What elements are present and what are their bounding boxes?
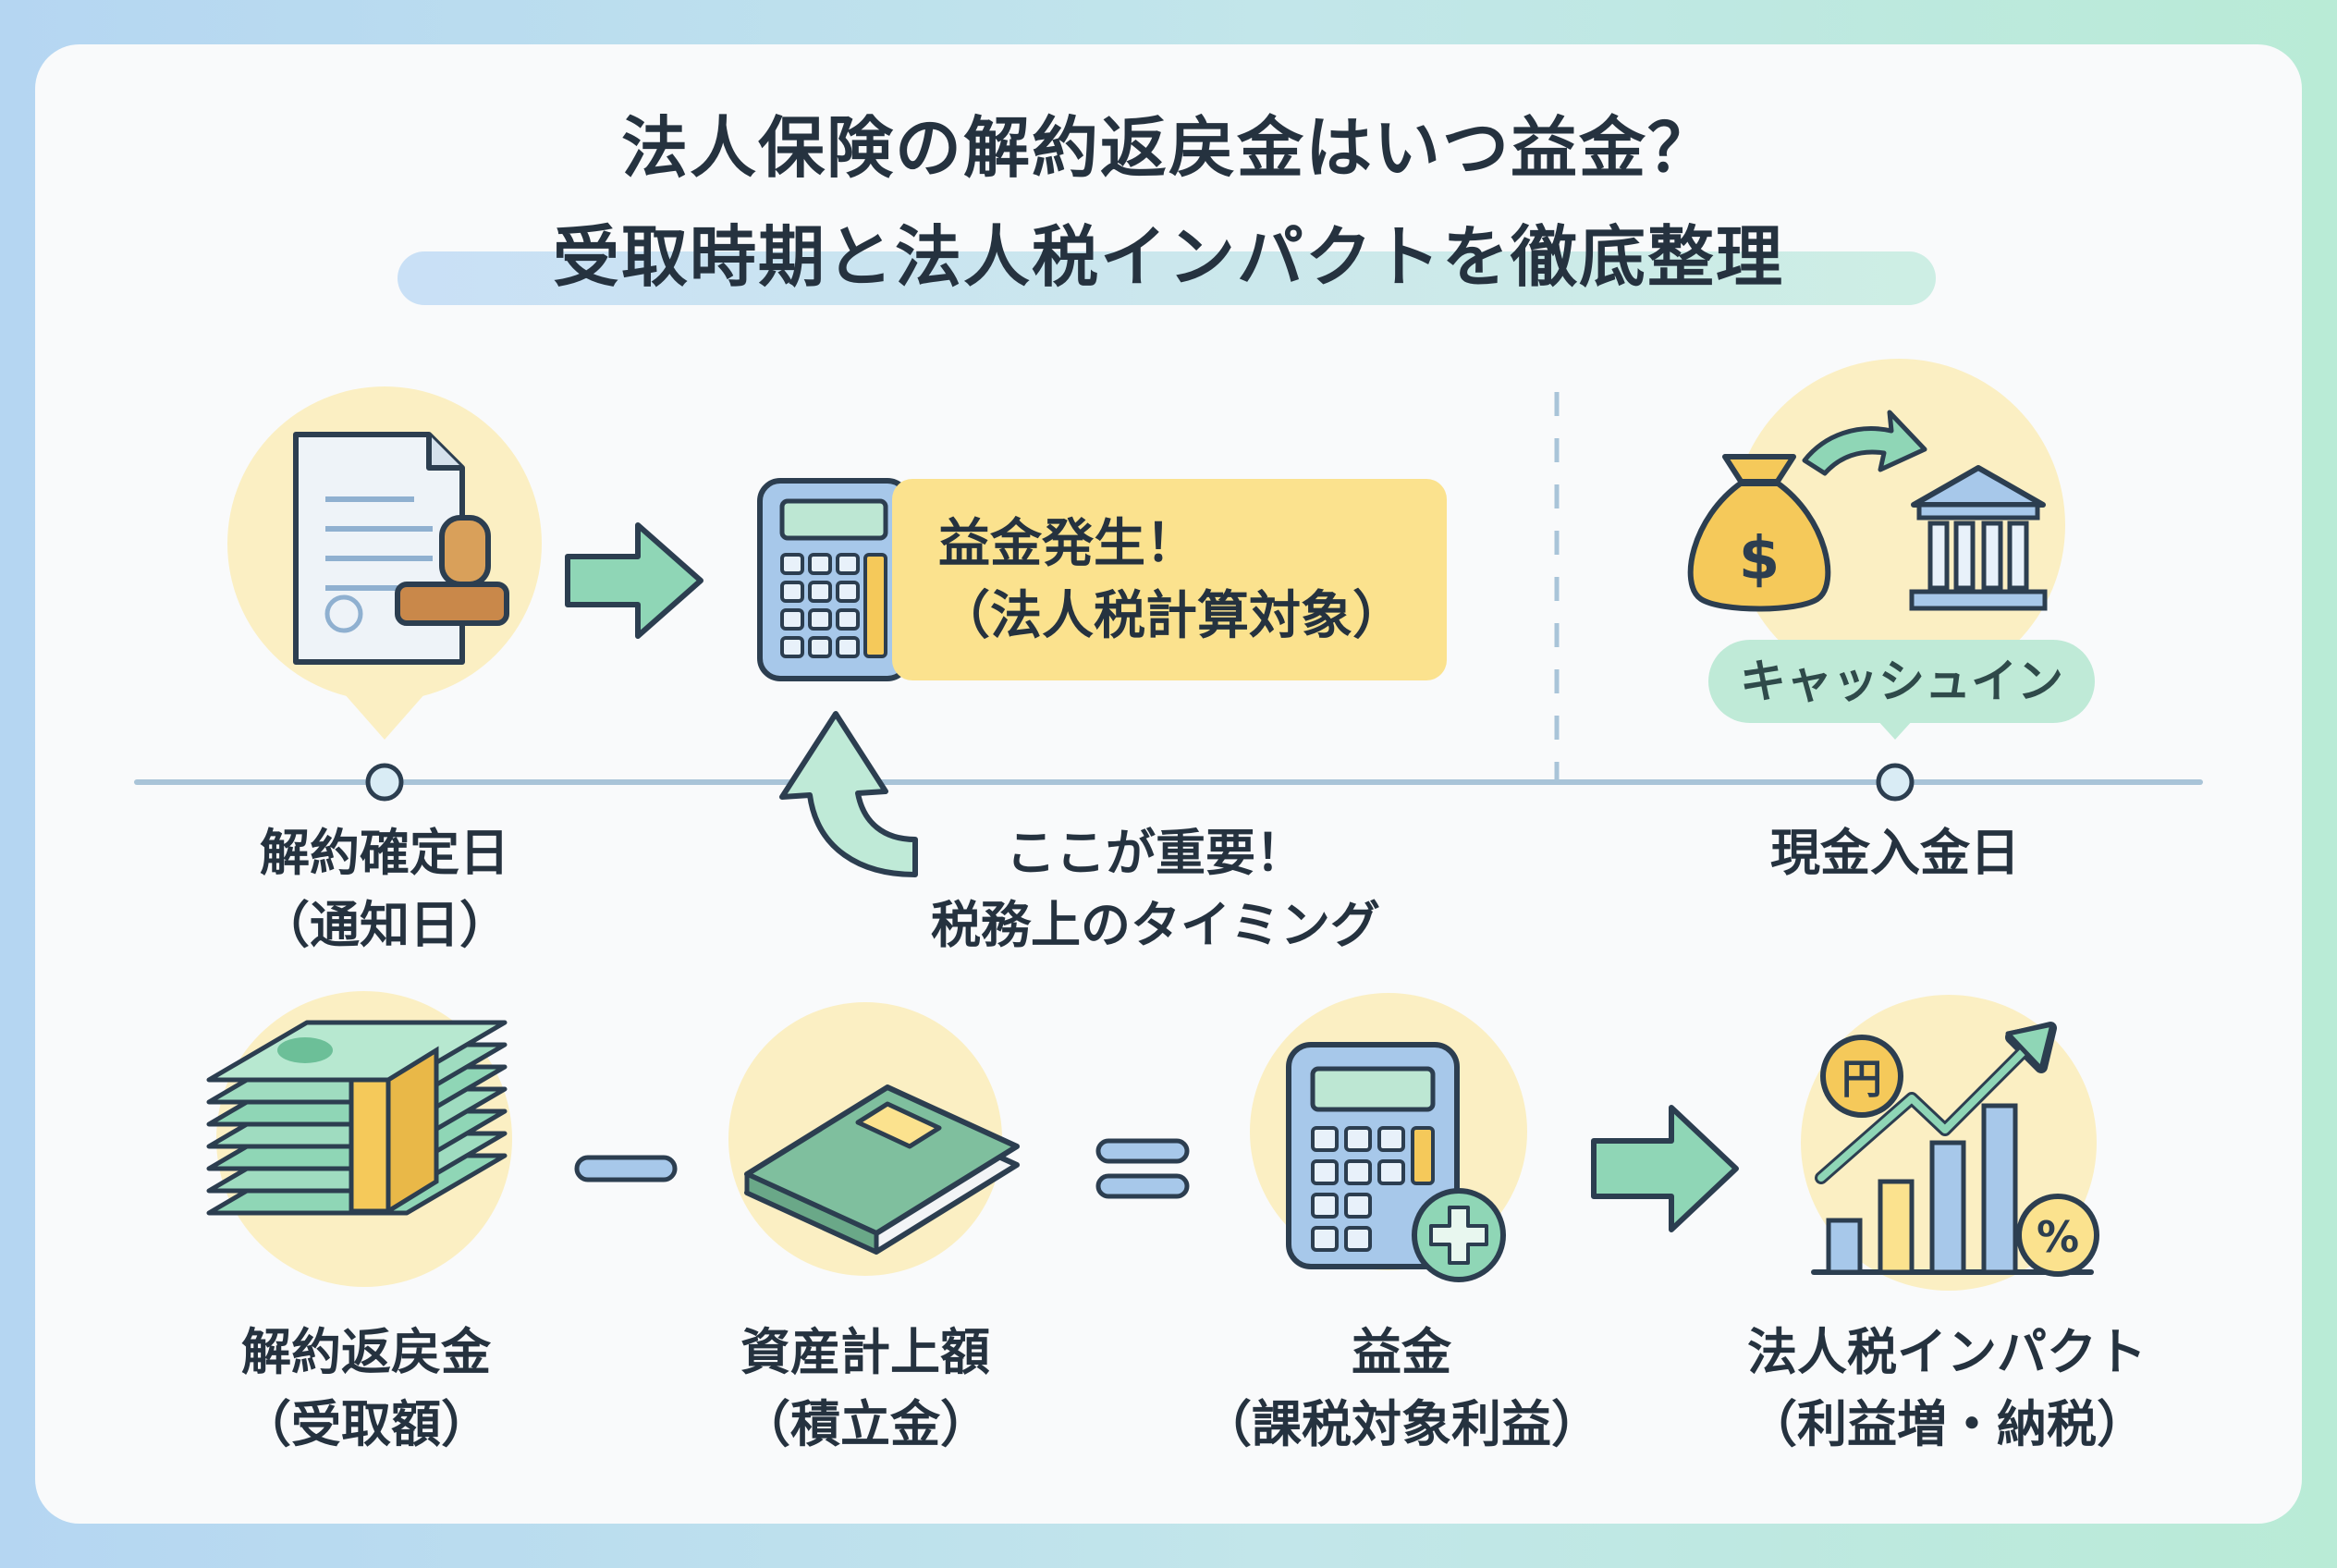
profit-occurrence-text: 益金発生！ （法人税計算対象）	[938, 508, 1404, 653]
profit-label: 益金 （課税対象利益）	[1143, 1317, 1660, 1461]
yen-symbol: 円	[1841, 1056, 1882, 1103]
contract-date-line-2: （通知日）	[260, 896, 509, 954]
cash-date-label: 現金入金日	[1770, 824, 2020, 882]
arrow-right-icon-2	[1591, 1105, 1739, 1232]
equals-sign-top	[1095, 1138, 1190, 1164]
contract-date-label: 解約確定日 （通知日）	[200, 817, 569, 962]
dollar-symbol: $	[1739, 525, 1780, 594]
important-note-line-1: ここが重要！	[1006, 824, 1305, 882]
minus-sign	[574, 1155, 678, 1182]
profit-occurrence-box	[892, 479, 1447, 680]
timeline-dot-cash	[1876, 763, 1915, 802]
important-note-line-2: 税務上のタイミング	[931, 896, 1380, 954]
title-line-2: 受取時期と法人税インパクトを徹底整理	[552, 218, 1784, 296]
refund-label: 解約返戻金 （受取額）	[181, 1317, 551, 1461]
calculator-icon	[757, 478, 911, 681]
curved-up-arrow-icon	[779, 711, 918, 877]
impact-line-2: （利益増・納税）	[1747, 1395, 2147, 1453]
title-line-1: 法人保険の解約返戻金はいつ益金？	[620, 109, 1716, 187]
money-bag-icon: $	[1687, 454, 1831, 612]
cash-transfer-arrow-icon	[1802, 410, 1927, 476]
refund-line-1: 解約返戻金	[241, 1323, 491, 1381]
impact-line-1: 法人税インパクト	[1747, 1323, 2147, 1381]
calculator-plus-icon	[1250, 993, 1527, 1282]
profit-occurrence-line-2: （法人税計算対象）	[938, 586, 1404, 646]
timeline-dot-contract	[365, 763, 404, 802]
growth-chart-icon: 円 %	[1801, 995, 2099, 1291]
refund-line-2: （受取額）	[241, 1395, 491, 1453]
important-timing-note: ここが重要！ 税務上のタイミング	[869, 817, 1442, 962]
asset-line-2: （積立金）	[740, 1395, 990, 1453]
contract-date-line-1: 解約確定日	[260, 824, 509, 882]
cash-in-badge: キャッシュイン	[1708, 640, 2095, 723]
profit-line-1: 益金	[1352, 1323, 1451, 1381]
arrow-right-icon	[565, 522, 704, 639]
bank-icon	[1909, 465, 2048, 611]
profit-occurrence-line-1: 益金発生！	[938, 514, 1197, 574]
asset-label: 資産計上額 （積立金）	[680, 1317, 1050, 1461]
title-highlight	[398, 251, 1936, 305]
profit-line-2: （課税対象利益）	[1202, 1395, 1601, 1453]
cash-stack-icon	[206, 991, 512, 1287]
equals-sign-bottom	[1095, 1173, 1190, 1199]
ledger-book-icon	[728, 1002, 1020, 1276]
asset-line-1: 資産計上額	[740, 1323, 990, 1381]
impact-label: 法人税インパクト （利益増・納税）	[1688, 1317, 2206, 1461]
document-stamp-icon	[227, 386, 542, 740]
percent-symbol: %	[2037, 1212, 2079, 1262]
